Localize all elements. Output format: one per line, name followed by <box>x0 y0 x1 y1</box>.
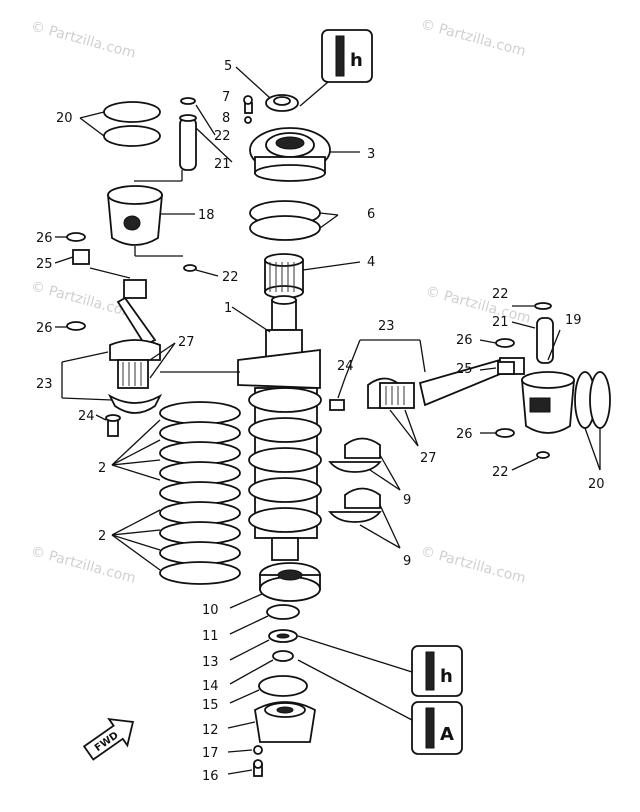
callout-26c: 26 <box>456 333 473 348</box>
callout-2a: 2 <box>98 461 106 476</box>
right-piston-assembly <box>479 302 611 471</box>
watermark-low-right: © Partzilla.com <box>419 543 528 586</box>
callout-22a: 22 <box>214 129 231 144</box>
callout-17: 17 <box>202 746 219 761</box>
callout-1a: 1 <box>224 301 232 316</box>
detail-mark-bottom-2: A <box>440 724 454 745</box>
callout-24b: 24 <box>337 359 354 374</box>
upper-bearing-housing <box>235 66 360 182</box>
callout-4: 4 <box>367 255 375 270</box>
callout-23a: 23 <box>36 377 53 392</box>
callout-25b: 25 <box>456 362 473 377</box>
callout-3: 3 <box>367 147 375 162</box>
callout-18: 18 <box>198 208 215 223</box>
callout-2b: 2 <box>98 529 106 544</box>
right-conrod-assembly <box>329 339 525 447</box>
callout-9a: 9 <box>403 493 411 508</box>
callout-27a: 27 <box>178 335 195 350</box>
watermark-low-left: © Partzilla.com <box>29 543 138 586</box>
main-bearing-halves <box>328 437 401 549</box>
callout-15: 15 <box>202 698 219 713</box>
callout-25a: 25 <box>36 257 53 272</box>
callout-22d: 22 <box>492 465 509 480</box>
callout-8: 8 <box>222 111 230 126</box>
callout-24a: 24 <box>78 409 95 424</box>
lower-bearing-housing <box>227 562 321 777</box>
detail-insets-bottom: h A <box>297 635 463 755</box>
callout-6: 6 <box>367 207 375 222</box>
callout-labels: 1 2 2 3 4 5 6 7 8 9 9 10 11 13 14 15 12 … <box>36 59 605 784</box>
callout-11: 11 <box>202 629 219 644</box>
callout-5: 5 <box>224 59 232 74</box>
left-piston-assembly <box>54 97 240 437</box>
fwd-arrow: FWD <box>82 718 135 761</box>
callout-21b: 21 <box>492 315 509 330</box>
callout-14: 14 <box>202 679 219 694</box>
callout-22b: 22 <box>222 270 239 285</box>
callout-9b: 9 <box>403 554 411 569</box>
watermark-top-right: © Partzilla.com <box>419 16 528 59</box>
callout-26d: 26 <box>456 427 473 442</box>
callout-13: 13 <box>202 655 219 670</box>
callout-19: 19 <box>565 313 582 328</box>
callout-20a: 20 <box>56 111 73 126</box>
callout-23b: 23 <box>378 319 395 334</box>
watermark-top-left: © Partzilla.com <box>29 18 138 61</box>
crank-seal-rings <box>249 200 339 241</box>
watermark-mid-right: © Partzilla.com <box>424 283 533 326</box>
callout-20b: 20 <box>588 477 605 492</box>
callout-27b: 27 <box>420 451 437 466</box>
callout-16: 16 <box>202 769 219 784</box>
callout-22c: 22 <box>492 287 509 302</box>
crankshaft <box>231 295 322 561</box>
piston-ring-stack <box>111 401 241 585</box>
detail-mark-top: h <box>350 50 363 71</box>
detail-inset-top: h <box>299 29 373 107</box>
callout-12: 12 <box>202 723 219 738</box>
callout-21a: 21 <box>214 157 231 172</box>
callout-26a: 26 <box>36 231 53 246</box>
callout-10: 10 <box>202 603 219 618</box>
detail-mark-bottom-1: h <box>440 666 453 687</box>
callout-7: 7 <box>222 90 230 105</box>
callout-26b: 26 <box>36 321 53 336</box>
needle-bearing-upper <box>264 253 361 299</box>
